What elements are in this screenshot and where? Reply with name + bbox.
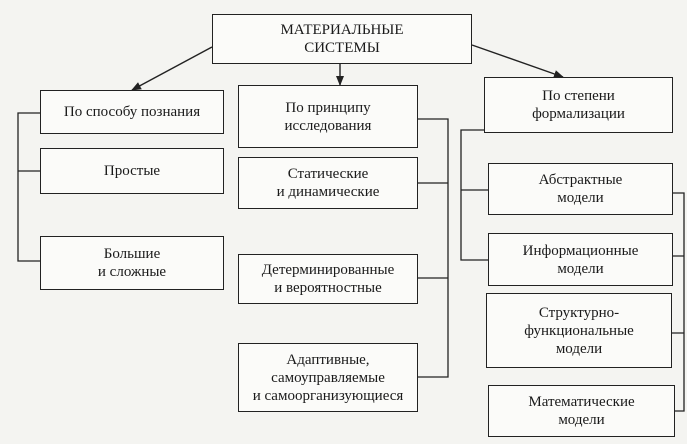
item-label-large-complex: Большие и сложные	[97, 246, 167, 280]
item-label-simple: Простые	[103, 163, 161, 179]
arrow-to-left-category	[131, 46, 213, 91]
item-box-adaptive: Адаптивные, самоуправляемые и самооргани…	[238, 343, 418, 412]
item-label-structural: Структурно- функциональные модели	[524, 304, 634, 357]
root-label: МАТЕРИАЛЬНЫЕ СИСТЕМЫ	[280, 22, 404, 56]
item-box-structural: Структурно- функциональные модели	[486, 293, 672, 368]
right-column-connector-lower	[672, 192, 685, 412]
item-label-deterministic: Детерминированные и вероятностные	[261, 262, 395, 296]
category-label-research: По принципу исследования	[284, 99, 372, 134]
category-box-research: По принципу исследования	[238, 85, 418, 148]
item-box-information: Информационные модели	[488, 233, 673, 286]
item-label-static-dynamic: Статические и динамические	[276, 166, 380, 200]
item-box-abstract: Абстрактные модели	[488, 163, 673, 215]
item-box-simple: Простые	[40, 148, 224, 194]
item-label-abstract: Абстрактные модели	[538, 172, 623, 206]
category-box-cognition: По способу познания	[40, 90, 224, 134]
item-label-information: Информационные модели	[522, 242, 639, 277]
arrow-to-right-category	[471, 44, 564, 78]
category-box-formalization: По степени формализации	[484, 77, 673, 133]
item-box-static-dynamic: Статические и динамические	[238, 157, 418, 209]
middle-column-connector	[418, 118, 449, 378]
item-box-deterministic: Детерминированные и вероятностные	[238, 254, 418, 304]
category-label-cognition: По способу познания	[63, 104, 201, 120]
item-box-mathematical: Математические модели	[488, 385, 675, 437]
left-column-connector	[17, 112, 40, 262]
item-label-adaptive: Адаптивные, самоуправляемые и самооргани…	[252, 351, 404, 404]
root-box: МАТЕРИАЛЬНЫЕ СИСТЕМЫ	[212, 14, 472, 64]
item-label-mathematical: Математические модели	[528, 394, 635, 428]
category-label-formalization: По степени формализации	[532, 88, 625, 122]
item-box-large-complex: Большие и сложные	[40, 236, 224, 290]
right-column-connector	[460, 129, 488, 261]
